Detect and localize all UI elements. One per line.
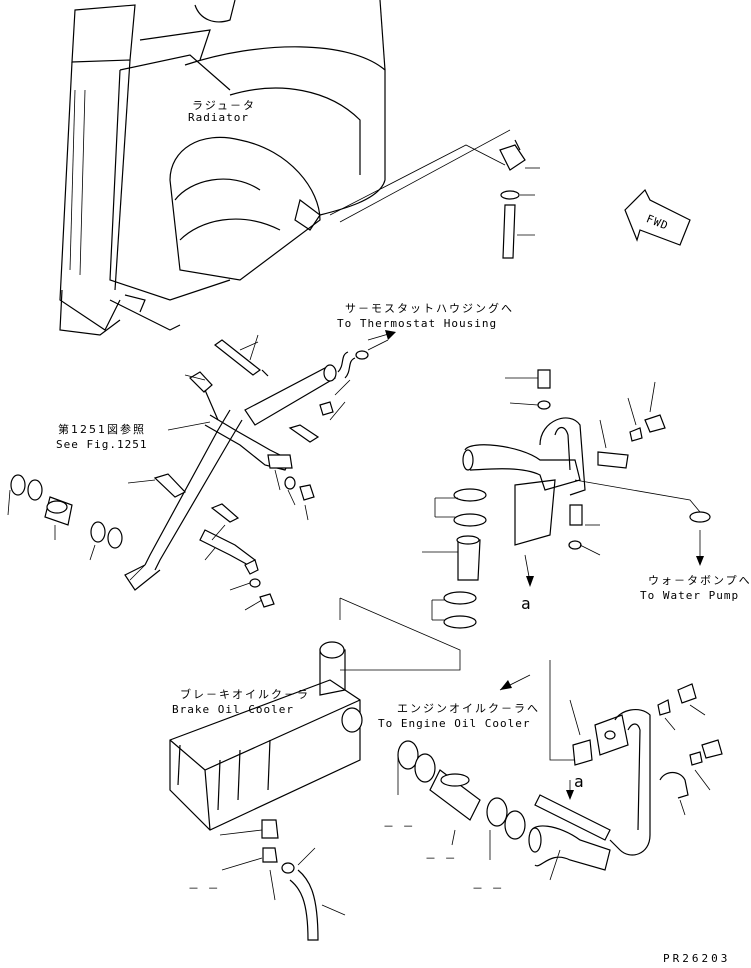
radiator-assembly bbox=[59, 0, 511, 336]
brake-oil-cooler bbox=[169, 641, 363, 941]
waterpump-label-jp: ウォ－タボンプへ bbox=[648, 574, 751, 587]
engine-cooler-label-jp: エンジンオイルク－ラへ bbox=[397, 702, 540, 715]
water-pump-pipe-assembly bbox=[422, 369, 711, 629]
dash-mark: － － bbox=[425, 852, 457, 865]
radiator-label-jp: ラジュ－タ bbox=[192, 99, 257, 112]
brake-cooler-label-jp: ブレ－キオイルク－ラ bbox=[180, 688, 310, 701]
dash-mark: － － bbox=[472, 882, 504, 895]
drawing-number: PR26203 bbox=[663, 952, 731, 965]
waterpump-label-en: To Water Pump bbox=[640, 589, 740, 602]
radiator-label-en: Radiator bbox=[188, 111, 249, 124]
reference-mark-a-upper: a bbox=[521, 594, 532, 613]
engine-cooler-label-en: To Engine Oil Cooler bbox=[378, 717, 531, 730]
thermostat-label-jp: サ－モスタットハウジングへ bbox=[345, 302, 514, 315]
seefig-label-jp: 第1251図参照 bbox=[58, 423, 146, 436]
dash-mark: － － bbox=[188, 882, 220, 895]
dash-mark: － － bbox=[383, 820, 415, 833]
drain-hose-parts bbox=[499, 139, 540, 259]
brake-cooler-label-en: Brake Oil Cooler bbox=[172, 703, 294, 716]
engine-oil-cooler-pipe bbox=[528, 683, 723, 881]
lower-hose-clamps bbox=[397, 740, 526, 860]
upper-pipe-assembly bbox=[124, 334, 389, 611]
left-hose-clamps bbox=[7, 474, 123, 561]
reference-mark-a-lower: a bbox=[574, 772, 585, 791]
seefig-label-en: See Fig.1251 bbox=[56, 438, 148, 451]
thermostat-label-en: To Thermostat Housing bbox=[337, 317, 498, 330]
fwd-arrow bbox=[624, 188, 691, 246]
